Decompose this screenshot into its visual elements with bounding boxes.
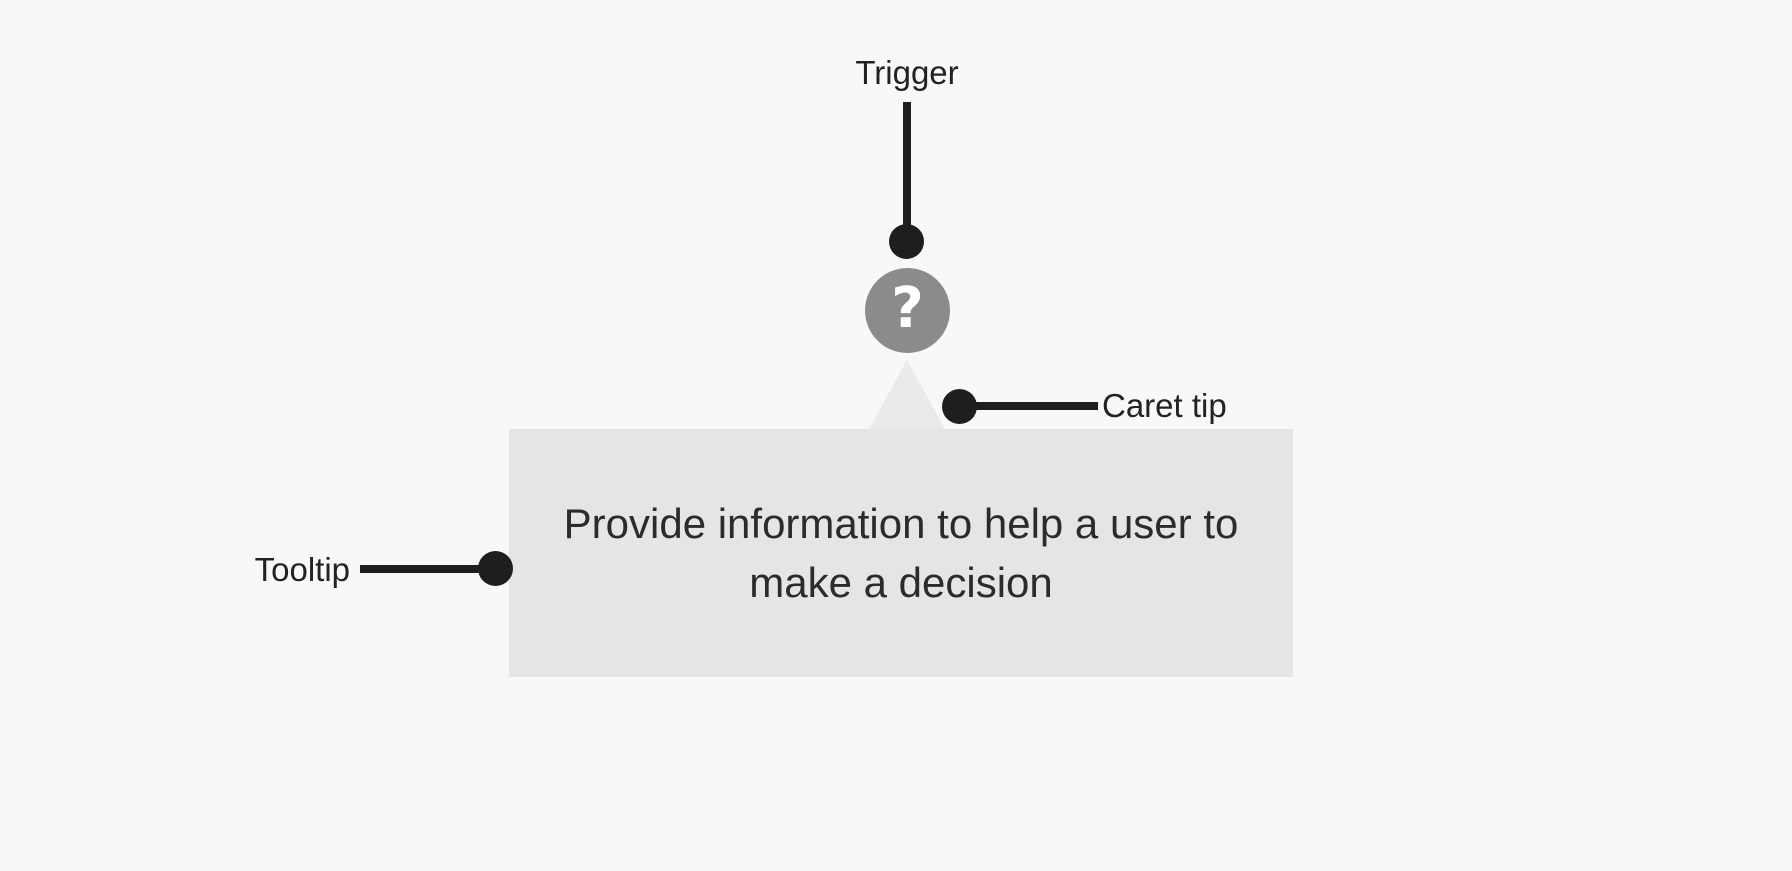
question-mark-icon: ? [891,276,924,341]
caret-tip-label: Caret tip [1102,387,1227,424]
caret-tip-connector-line [974,402,1098,410]
tooltip-text-line-1: Provide information to help a user to [563,500,1239,547]
trigger-label: Trigger [855,54,959,91]
trigger-connector-line [903,102,911,234]
tooltip-connector-line [360,565,485,573]
tooltip-label: Tooltip [254,551,350,588]
tooltip-box: Provide information to help a user to ma… [509,429,1293,677]
caret-tip-connector-dot [942,389,977,424]
trigger-connector-dot [889,224,924,259]
tooltip-connector-dot [478,551,513,586]
question-mark-trigger[interactable]: ? [865,268,950,353]
tooltip-caret [869,360,945,429]
tooltip-text-line-2: make a decision [749,559,1053,606]
